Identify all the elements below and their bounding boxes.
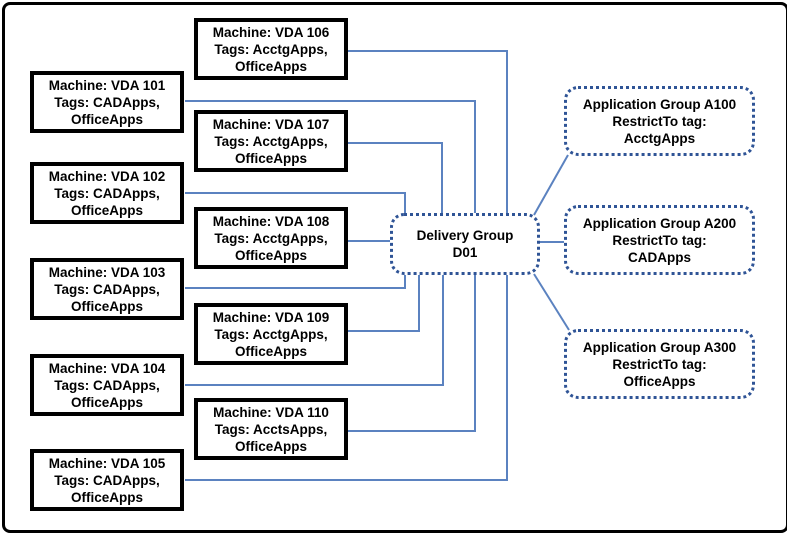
machine-tags-cont: OfficeApps bbox=[234, 150, 307, 166]
app-group-tag: OfficeApps bbox=[623, 373, 696, 389]
node-machine-vda-103: Machine: VDA 103 Tags: CADApps, OfficeAp… bbox=[30, 258, 184, 320]
machine-tags: Tags: AcctgApps, bbox=[214, 41, 328, 57]
node-machine-vda-102: Machine: VDA 102 Tags: CADApps, OfficeAp… bbox=[30, 162, 184, 224]
app-group-tag: AcctgApps bbox=[623, 130, 696, 146]
app-group-title: Application Group A300 bbox=[582, 339, 737, 355]
app-group-restrict: RestrictTo tag: bbox=[612, 113, 707, 129]
machine-tags: Tags: CADApps, bbox=[54, 472, 160, 488]
delivery-group-id: D01 bbox=[452, 245, 478, 260]
delivery-group-title: Delivery Group bbox=[416, 228, 514, 243]
machine-tags-cont: OfficeApps bbox=[234, 58, 307, 74]
machine-tags: Tags: CADApps, bbox=[54, 94, 160, 110]
machine-tags-cont: OfficeApps bbox=[70, 202, 143, 218]
connector-vda102-d01 bbox=[185, 192, 406, 215]
connector-vda110-d01 bbox=[348, 274, 476, 432]
connector-vda106-d01 bbox=[348, 50, 508, 215]
machine-label: Machine: VDA 107 bbox=[212, 116, 330, 132]
machine-tags: Tags: CADApps, bbox=[54, 377, 160, 393]
app-group-title: Application Group A100 bbox=[582, 96, 737, 112]
connector-d01-a300 bbox=[533, 273, 570, 331]
node-machine-vda-104: Machine: VDA 104 Tags: CADApps, OfficeAp… bbox=[30, 354, 184, 416]
machine-tags: Tags: AcctgApps, bbox=[214, 133, 328, 149]
node-machine-vda-107: Machine: VDA 107 Tags: AcctgApps, Office… bbox=[194, 110, 348, 172]
machine-tags-cont: OfficeApps bbox=[70, 394, 143, 410]
machine-tags: Tags: AcctgApps, bbox=[214, 230, 328, 246]
machine-tags: Tags: AcctsApps, bbox=[214, 421, 328, 437]
machine-label: Machine: VDA 103 bbox=[48, 264, 166, 280]
machine-label: Machine: VDA 108 bbox=[212, 213, 330, 229]
app-group-restrict: RestrictTo tag: bbox=[612, 232, 707, 248]
node-machine-vda-110: Machine: VDA 110 Tags: AcctsApps, Office… bbox=[194, 398, 348, 460]
node-delivery-group-d01: Delivery Group D01 bbox=[390, 213, 540, 275]
node-machine-vda-109: Machine: VDA 109 Tags: AcctgApps, Office… bbox=[194, 303, 348, 365]
node-machine-vda-101: Machine: VDA 101 Tags: CADApps, OfficeAp… bbox=[30, 71, 184, 133]
machine-tags-cont: OfficeApps bbox=[234, 343, 307, 359]
connector-vda101-d01 bbox=[185, 100, 476, 215]
machine-tags-cont: OfficeApps bbox=[234, 438, 307, 454]
machine-label: Machine: VDA 105 bbox=[48, 455, 166, 471]
machine-label: Machine: VDA 101 bbox=[48, 77, 166, 93]
connector-vda103-d01 bbox=[185, 274, 406, 289]
machine-label: Machine: VDA 109 bbox=[212, 309, 330, 325]
node-machine-vda-106: Machine: VDA 106 Tags: AcctgApps, Office… bbox=[194, 18, 348, 80]
machine-tags: Tags: AcctgApps, bbox=[214, 326, 328, 342]
machine-label: Machine: VDA 106 bbox=[212, 24, 330, 40]
machine-tags-cont: OfficeApps bbox=[70, 111, 143, 127]
connector-lines bbox=[185, 50, 570, 481]
machine-label: Machine: VDA 104 bbox=[48, 360, 166, 376]
machine-tags-cont: OfficeApps bbox=[70, 489, 143, 505]
node-app-group-a200: Application Group A200 RestrictTo tag: C… bbox=[564, 205, 755, 275]
app-group-title: Application Group A200 bbox=[582, 215, 737, 231]
connector-vda107-d01 bbox=[348, 142, 443, 215]
machine-tags: Tags: CADApps, bbox=[54, 281, 160, 297]
node-machine-vda-108: Machine: VDA 108 Tags: AcctgApps, Office… bbox=[194, 207, 348, 269]
app-group-tag: CADApps bbox=[628, 249, 691, 265]
connector-vda105-d01 bbox=[185, 274, 508, 481]
machine-tags-cont: OfficeApps bbox=[234, 247, 307, 263]
node-app-group-a100: Application Group A100 RestrictTo tag: A… bbox=[564, 86, 755, 156]
node-app-group-a300: Application Group A300 RestrictTo tag: O… bbox=[564, 329, 755, 399]
machine-label: Machine: VDA 110 bbox=[213, 404, 329, 420]
machine-tags-cont: OfficeApps bbox=[70, 298, 143, 314]
machine-label: Machine: VDA 102 bbox=[48, 168, 166, 184]
connector-d01-a100 bbox=[533, 154, 569, 216]
node-machine-vda-105: Machine: VDA 105 Tags: CADApps, OfficeAp… bbox=[30, 449, 184, 511]
machine-tags: Tags: CADApps, bbox=[54, 185, 160, 201]
connector-vda109-d01 bbox=[348, 274, 420, 332]
app-group-restrict: RestrictTo tag: bbox=[612, 356, 707, 372]
connector-vda104-d01 bbox=[185, 274, 444, 386]
